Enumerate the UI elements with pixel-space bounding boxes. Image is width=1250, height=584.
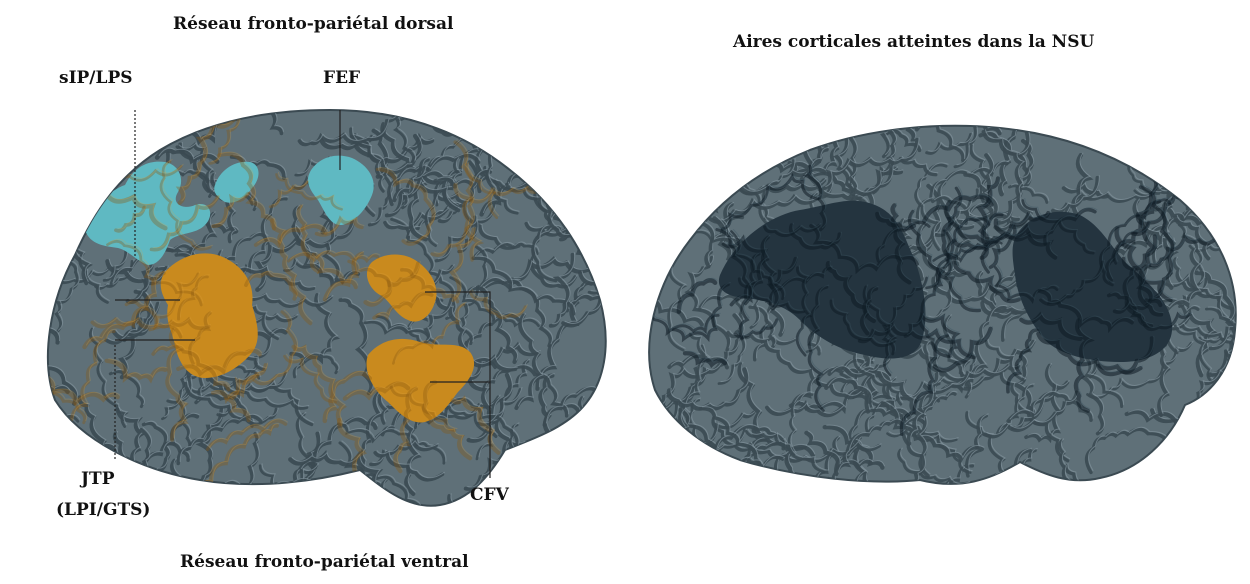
dorsal-network-title: Réseau fronto-pariétal dorsal xyxy=(173,14,453,34)
fef-label: FEF xyxy=(323,68,360,88)
sip-lps-label: sIP/LPS xyxy=(59,68,133,88)
cfv-label: CFV xyxy=(470,485,509,505)
left-brain xyxy=(0,9,677,579)
nsu-areas-title: Aires corticales atteintes dans la NSU xyxy=(733,32,1094,52)
right-brain xyxy=(579,54,1250,584)
jtp-sublabel: (LPI/GTS) xyxy=(56,500,150,520)
jtp-label: JTP xyxy=(81,469,114,489)
ventral-network-title: Réseau fronto-pariétal ventral xyxy=(180,552,469,572)
